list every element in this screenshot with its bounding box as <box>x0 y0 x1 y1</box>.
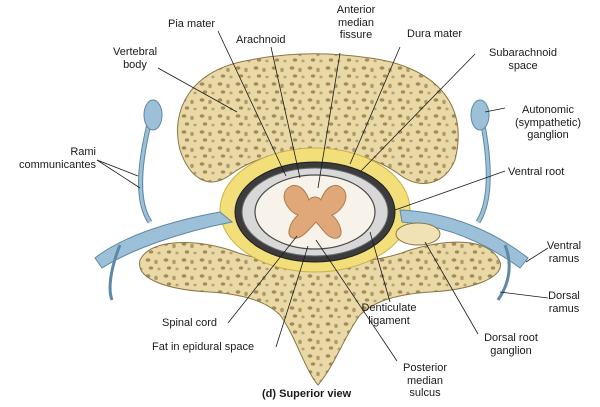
label-subarachnoid-space-line-2: space <box>508 59 538 72</box>
leader-rami-communicantes-1 <box>96 159 139 177</box>
label-rami-communicantes-line-1: Rami <box>70 146 96 158</box>
leader-dura-mater <box>349 46 401 165</box>
label-vertebral-body: Vertebral body <box>108 46 162 71</box>
leader-vertebral-body <box>157 67 238 113</box>
leader-ventral-ramus <box>525 247 549 263</box>
label-pia-mater: Pia mater <box>168 18 216 30</box>
label-posterior-median-sulcus-line-3: sulcus <box>409 387 441 399</box>
right-sympathetic-ganglion <box>470 99 490 131</box>
label-vertebral-body-line-1: Vertebral <box>112 46 158 58</box>
right-dorsal-ramus-nerve <box>496 244 511 301</box>
leader-lines <box>96 30 549 362</box>
label-dorsal-root-ganglion: Dorsal root ganglion <box>475 332 547 357</box>
label-posterior-median-sulcus-line-1: Posterior <box>402 362 448 374</box>
label-ventral-ramus-line-2: ramus <box>548 252 580 265</box>
leader-pia-mater <box>217 30 287 177</box>
label-ventral-root: Ventral root <box>508 166 565 178</box>
leader-posterior-median-sulcus <box>315 239 398 362</box>
label-ventral-ramus-line-1: Ventral <box>546 240 582 252</box>
label-anterior-median-fissure: Anterior median fissure <box>328 4 384 42</box>
label-anterior-median-fissure-line-3: fissure <box>339 29 373 41</box>
leader-autonomic-ganglion <box>484 107 506 113</box>
label-subarachnoid-space-line-1: Subarachnoid <box>489 47 557 59</box>
dorsal-root-ganglion-shape <box>395 222 441 246</box>
left-dorsal-ramus-nerve <box>108 244 122 301</box>
label-ventral-ramus: Ventral ramus <box>544 240 584 265</box>
label-subarachnoid-space: Subarachnoid space <box>485 47 561 72</box>
left-sympathetic-ganglion <box>143 99 163 131</box>
label-autonomic-ganglion-line-1: Autonomic <box>522 104 574 116</box>
grey-matter <box>283 185 347 239</box>
leader-subarachnoid-space <box>359 53 476 173</box>
leader-dorsal-ramus <box>499 291 549 299</box>
vertebral-body-shape <box>177 53 459 184</box>
label-dorsal-ramus-line-2: ramus <box>548 302 580 315</box>
label-vertebral-body-line-2: body <box>123 58 147 71</box>
label-fat-in-epidural-space: Fat in epidural space <box>152 341 255 353</box>
label-rami-communicantes: Rami communicantes <box>10 146 96 171</box>
figure-caption: (d) Superior view <box>262 388 352 400</box>
label-autonomic-ganglion-line-2: (sympathetic) <box>514 116 582 129</box>
label-arachnoid: Arachnoid <box>236 34 286 46</box>
label-spinal-cord: Spinal cord <box>162 317 218 329</box>
vertebra <box>139 53 501 386</box>
leader-dorsal-root-ganglion <box>424 241 479 335</box>
left-spinal-nerve <box>94 211 234 269</box>
leader-arachnoid <box>270 46 301 179</box>
leader-anterior-median-fissure <box>317 52 341 189</box>
label-denticulate-ligament-line-2: ligament <box>368 314 410 327</box>
label-posterior-median-sulcus-line-2: median <box>406 374 444 387</box>
leader-ventral-root <box>394 170 506 211</box>
label-dura-mater: Dura mater <box>407 28 463 40</box>
label-autonomic-ganglion: Autonomic (sympathetic) ganglion <box>505 104 591 142</box>
label-anterior-median-fissure-line-2: median <box>337 16 375 29</box>
left-rami-communicantes-nerve-inner <box>139 119 152 223</box>
label-denticulate-ligament: Denticulate ligament <box>356 302 422 327</box>
leader-rami-communicantes-2 <box>96 159 141 189</box>
leader-fat-in-epidural-space <box>275 245 309 348</box>
label-dorsal-ramus: Dorsal ramus <box>544 290 584 315</box>
label-rami-communicantes-line-2: communicantes <box>18 158 96 171</box>
label-dorsal-ramus-line-1: Dorsal <box>548 290 580 302</box>
right-rami-communicantes-nerve-inner <box>476 119 490 223</box>
leader-denticulate-ligament <box>369 231 391 303</box>
label-autonomic-ganglion-line-3: ganglion <box>527 129 569 141</box>
label-dorsal-root-ganglion-line-1: Dorsal root <box>484 332 538 344</box>
label-posterior-median-sulcus: Posterior median sulcus <box>397 362 453 400</box>
label-denticulate-ligament-line-1: Denticulate <box>361 302 417 314</box>
leader-spinal-cord <box>227 235 298 324</box>
spinal-nerves <box>94 99 529 301</box>
label-anterior-median-fissure-line-1: Anterior <box>336 4 376 16</box>
label-dorsal-root-ganglion-line-2: ganglion <box>490 344 532 357</box>
